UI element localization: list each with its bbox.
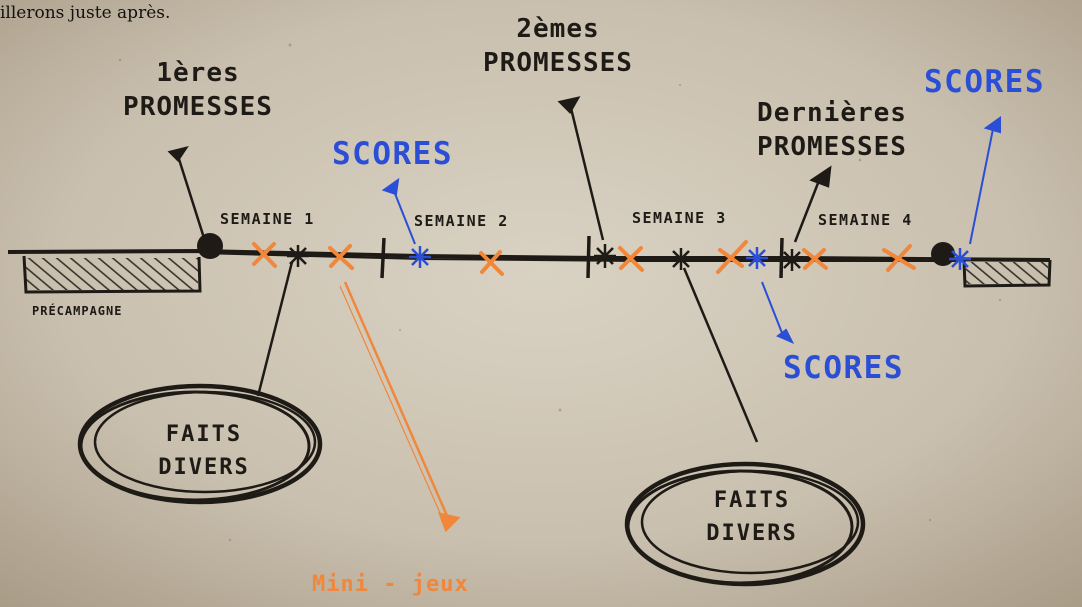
timeline-line (7, 248, 1051, 262)
intro-text: illerons juste après. (0, 3, 171, 23)
scores-label-2: SCORES (924, 64, 1045, 100)
precampagne-box (22, 255, 202, 294)
end-dot (931, 242, 955, 266)
second-promises-label: 2èmes PROMESSES (483, 14, 633, 78)
week-2-label: SEMAINE 2 (414, 212, 509, 230)
faits-divers-markers (287, 244, 803, 271)
scores-label-1: SCORES (332, 136, 453, 172)
week-3-label: SEMAINE 3 (632, 209, 727, 227)
scores-label-3: SCORES (783, 350, 904, 386)
paper-specks (118, 43, 1002, 542)
week-separators (380, 235, 784, 279)
last-promises-label: Dernières PROMESSES (757, 98, 907, 162)
week-1-label: SEMAINE 1 (220, 210, 315, 228)
week-4-label: SEMAINE 4 (818, 211, 913, 229)
minijeux-markers (252, 240, 916, 276)
faits-divers-label-left: FAITS DIVERS (158, 422, 250, 480)
scores-arrows (381, 116, 1001, 344)
mini-jeux-label: Mini - jeux (312, 572, 469, 597)
faits-divers-circle-left (77, 383, 323, 505)
start-dot (197, 233, 223, 259)
end-box (962, 259, 1052, 288)
faits-divers-circle-right (624, 461, 866, 587)
precampagne-label: PRÉCAMPAGNE (32, 304, 123, 318)
first-promises-label: 1ères PROMESSES (123, 58, 273, 122)
minijeux-arrow (339, 281, 461, 533)
faits-divers-lines (256, 261, 759, 443)
scores-markers (409, 246, 971, 270)
faits-divers-label-right: FAITS DIVERS (706, 488, 798, 546)
promise-arrows (167, 96, 832, 243)
